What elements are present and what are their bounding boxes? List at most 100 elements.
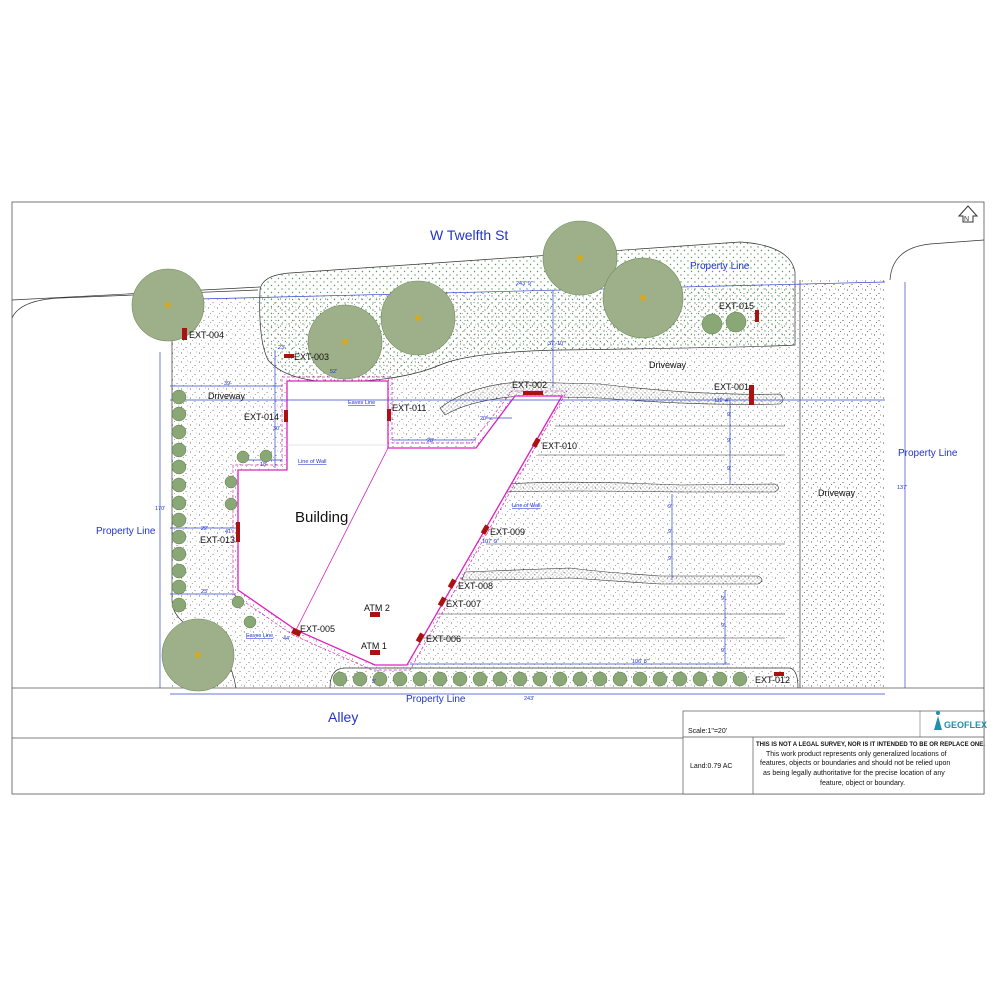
shrubs-west (171, 389, 187, 613)
shrub (512, 671, 528, 687)
north-arrow-icon: N (957, 205, 979, 223)
shrub (332, 671, 348, 687)
shrub (171, 597, 187, 613)
svg-text:9': 9' (727, 466, 731, 472)
shrub (592, 671, 608, 687)
shrub (632, 671, 648, 687)
street-name-south: Alley (328, 709, 358, 725)
svg-text:41': 41' (225, 529, 232, 535)
building-label: Building (295, 509, 348, 526)
svg-text:243' 9": 243' 9" (516, 281, 533, 287)
atm-1-label: ATM 1 (361, 641, 387, 651)
ext-008-label: EXT-008 (458, 581, 493, 591)
disclaimer-line: as being legally authoritative for the p… (763, 770, 945, 777)
ext-004-label: EXT-004 (189, 330, 224, 340)
svg-text:9': 9' (668, 504, 672, 510)
title-block: Scale:1"=20' Land:0.79 AC THIS IS NOT A … (682, 710, 987, 795)
svg-text:107' 9": 107' 9" (482, 539, 499, 545)
disclaimer-heading: THIS IS NOT A LEGAL SURVEY, NOR IS IT IN… (756, 742, 985, 748)
disclaimer-line: feature, object or boundary. (820, 780, 905, 787)
scale-label: Scale:1"=20' (688, 728, 727, 735)
shrub (732, 671, 748, 687)
shrub (171, 579, 187, 595)
shrub (352, 671, 368, 687)
ext-012-label: EXT-012 (755, 675, 790, 685)
ext-011-label: EXT-011 (392, 403, 426, 413)
shrub (171, 442, 187, 458)
marker-labels: EXT-001 EXT-002 EXT-003 EXT-004 EXT-005 … (189, 301, 790, 685)
atm-2-label: ATM 2 (364, 603, 390, 613)
property-line-label-north: Property Line (690, 261, 750, 272)
svg-text:N: N (964, 216, 969, 223)
property-line-label-south: Property Line (406, 694, 466, 705)
shrub (712, 671, 728, 687)
svg-text:9': 9' (721, 596, 725, 602)
shrub (392, 671, 408, 687)
shrub (171, 406, 187, 422)
shrub (171, 495, 187, 511)
property-line-label-west: Property Line (96, 526, 156, 537)
driveway-label-west: Driveway (208, 391, 246, 401)
line-of-wall-label-2: Line of Wall (512, 503, 541, 509)
svg-text:9': 9' (727, 438, 731, 444)
building-diagonal-wall (295, 447, 389, 631)
shrub (171, 529, 187, 545)
svg-text:18': 18' (260, 462, 267, 468)
svg-text:111' 4": 111' 4" (714, 398, 730, 404)
svg-text:9': 9' (727, 412, 731, 418)
shrub (171, 563, 187, 579)
shrubs-misc (224, 311, 747, 629)
dimension-labels: 243' 9" 243' 170' 137' 39' 30' 22' 41' 2… (155, 281, 907, 702)
company-logo: GEOFLEX (934, 711, 987, 730)
ext-010-label: EXT-010 (542, 441, 577, 451)
svg-text:30': 30' (273, 426, 280, 432)
east-driveway-pavement (800, 280, 885, 688)
shrub (612, 671, 628, 687)
eaves-line-label: Eaves Line (348, 400, 375, 406)
shrub (372, 671, 388, 687)
shrub (692, 671, 708, 687)
svg-text:9': 9' (721, 623, 725, 629)
ext-014-label: EXT-014 (244, 412, 279, 422)
eaves-line-label-2: Eaves Line (246, 633, 273, 639)
svg-text:106' 8": 106' 8" (632, 659, 649, 665)
parking-island-2 (504, 481, 779, 493)
svg-text:39': 39' (224, 381, 231, 387)
svg-text:23': 23' (201, 589, 208, 595)
shrub (412, 671, 428, 687)
shrub (652, 671, 668, 687)
north-curb-line-2 (11, 289, 259, 319)
shrub (572, 671, 588, 687)
eaves-line (232, 376, 568, 671)
drawing-border (11, 201, 985, 795)
land-area-label: Land:0.79 AC (690, 763, 732, 770)
svg-text:28': 28' (427, 438, 434, 444)
property-lines (157, 281, 906, 695)
ext-001-label: EXT-001 (714, 382, 749, 392)
svg-text:44': 44' (283, 636, 290, 642)
ext-003-label: EXT-003 (294, 352, 329, 362)
shrub (171, 546, 187, 562)
ext-006-label: EXT-006 (426, 634, 461, 644)
parking-island-3 (461, 567, 763, 585)
shrub (432, 671, 448, 687)
svg-text:9': 9' (668, 529, 672, 535)
parking-stripes (410, 425, 785, 639)
driveway-label-north: Driveway (649, 360, 687, 370)
svg-text:52': 52' (330, 369, 337, 375)
ext-002-label: EXT-002 (512, 380, 547, 390)
driveway-label-east: Driveway (818, 488, 856, 498)
shrub (452, 671, 468, 687)
shrub (171, 477, 187, 493)
ext-009-label: EXT-009 (490, 527, 525, 537)
ext-005-label: EXT-005 (300, 624, 335, 634)
shrub (492, 671, 508, 687)
ext-013-label: EXT-013 (200, 535, 235, 545)
line-of-wall-label: Line of Wall (298, 459, 327, 465)
svg-text:170': 170' (155, 506, 165, 512)
east-road-curb (889, 239, 985, 281)
ext-007-label: EXT-007 (446, 599, 481, 609)
street-name-north: W Twelfth St (430, 227, 508, 243)
svg-text:137': 137' (897, 485, 907, 491)
